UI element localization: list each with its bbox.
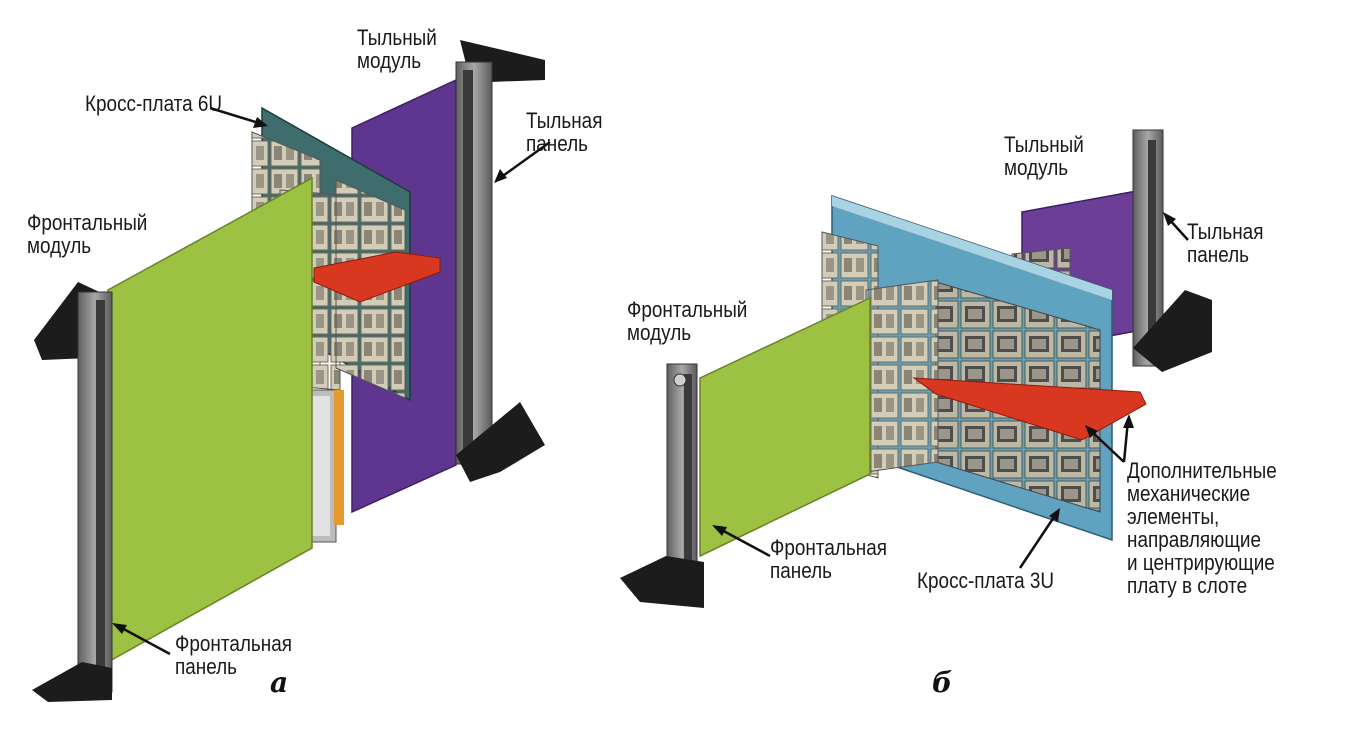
label-front-panel-a: Фронтальная панель <box>175 632 292 678</box>
front-panel-b <box>620 363 704 608</box>
label-line: Тыльная <box>526 108 603 133</box>
guide-elements-b <box>912 377 1147 441</box>
label-line: механические <box>1127 481 1251 506</box>
label-line: модуль <box>357 48 422 73</box>
label-line: направляющие <box>1127 527 1262 552</box>
label-line: и центрирующие <box>1127 550 1275 575</box>
rear-panel-b <box>1132 129 1212 372</box>
label-line: Тыльный <box>1004 132 1084 157</box>
label-line: Фронтальная <box>770 535 887 560</box>
rear-panel-a <box>455 40 545 482</box>
label-line: панель <box>526 131 589 156</box>
label-front-module-a: Фронтальный модуль <box>27 211 147 257</box>
label-line: панель <box>1187 242 1250 267</box>
label-rear-module-b: Тыльный модуль <box>1004 133 1084 179</box>
label-rear-module-a: Тыльный модуль <box>357 26 437 72</box>
label-front-panel-b: Фронтальная панель <box>770 536 887 582</box>
label-mech-elements: Дополнительные механические элементы, на… <box>1127 459 1277 597</box>
figure-b-caption: б <box>932 666 953 699</box>
front-panel-a <box>32 282 113 702</box>
label-line: Дополнительные <box>1127 458 1277 483</box>
label-line: Кросс-плата 6U <box>85 91 223 116</box>
figure-a-caption: а <box>270 666 289 699</box>
label-line: модуль <box>27 233 92 258</box>
label-front-module-b: Фронтальный модуль <box>627 298 747 344</box>
label-line: Тыльная <box>1187 219 1264 244</box>
label-line: элементы, <box>1127 504 1220 529</box>
callout-arrows <box>112 106 1189 656</box>
front-module-pcb-b <box>699 296 871 558</box>
label-backplane-3u: Кросс-плата 3U <box>917 569 1054 592</box>
guide-element-a <box>313 251 441 303</box>
label-line: плату в слоте <box>1127 573 1248 598</box>
label-line: Кросс-плата 3U <box>917 568 1055 593</box>
label-rear-panel-b: Тыльная панель <box>1187 220 1263 266</box>
label-line: Фронтальный <box>627 297 748 322</box>
label-line: Фронтальная <box>175 631 292 656</box>
label-line: панель <box>175 654 238 679</box>
figure-a <box>32 40 545 702</box>
label-backplane-6u: Кросс-плата 6U <box>85 92 222 115</box>
label-line: модуль <box>627 320 692 345</box>
label-rear-panel-a: Тыльная панель <box>526 109 602 155</box>
label-line: Фронтальный <box>27 210 148 235</box>
label-line: Тыльный <box>357 25 437 50</box>
label-line: панель <box>770 558 833 583</box>
figure-b <box>620 129 1212 608</box>
label-line: модуль <box>1004 155 1069 180</box>
